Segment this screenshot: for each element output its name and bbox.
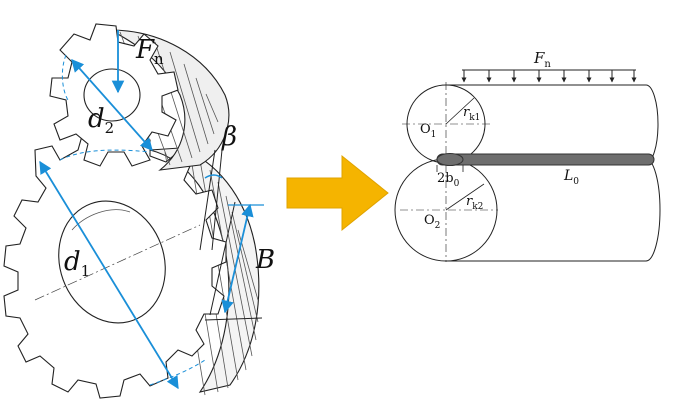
gear-diameter-arrow (39, 160, 179, 390)
gear-diameter-label: d1 (64, 247, 90, 280)
distributed-load-arrows (461, 70, 637, 83)
upper-radius-line (445, 97, 475, 125)
contact-width-label: 2b0 (437, 171, 460, 189)
helix-angle-label: β (221, 122, 237, 152)
lower-radius-line (445, 183, 485, 211)
transform-arrow (286, 154, 389, 232)
cylinder-force-label: Fn (533, 49, 551, 70)
contact-end-left (436, 153, 464, 166)
lower-cylinder (394, 158, 661, 262)
center-1-label: O1 (420, 122, 436, 140)
pinion-diameter-arrow (71, 59, 153, 151)
radius-1-label: rk1 (463, 105, 480, 123)
helical-gear-pair (3, 23, 263, 399)
helix-angle-arc (204, 174, 223, 179)
gear-force-label: Fn (135, 35, 164, 68)
gear-dimension-arrows (39, 30, 264, 390)
face-width-label: B (255, 245, 275, 275)
contact-cylinder-model (394, 69, 661, 262)
upper-cylinder (402, 82, 659, 164)
radius-2-label: rk2 (466, 194, 483, 212)
face-width-arrow (221, 203, 254, 314)
pinion-diameter-label: d2 (88, 104, 114, 137)
center-2-label: O2 (424, 213, 440, 231)
contact-length-label: L0 (563, 168, 579, 187)
contact-band (436, 153, 655, 166)
